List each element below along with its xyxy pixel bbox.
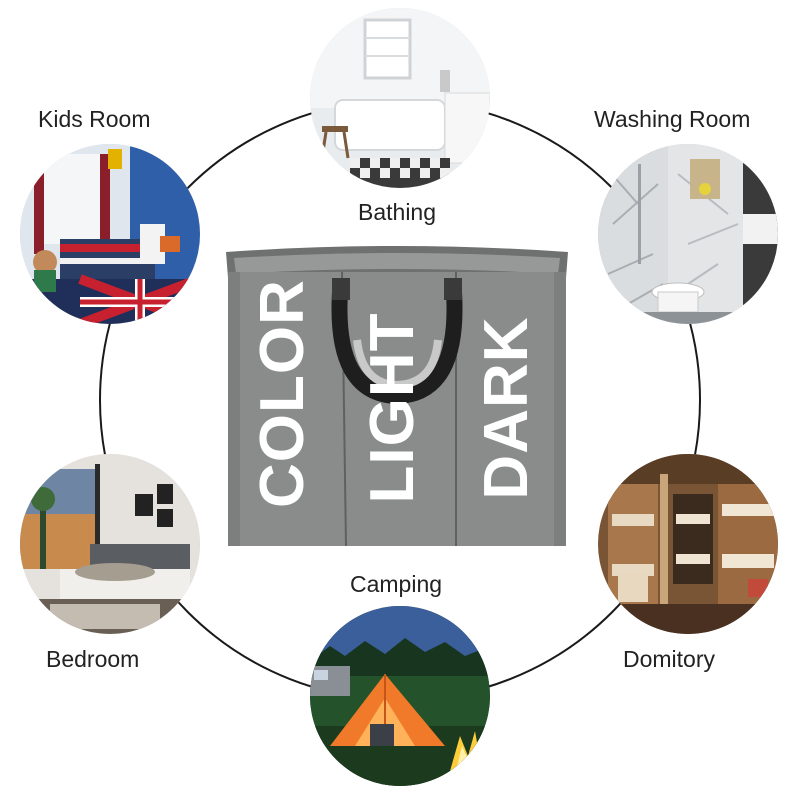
bathing-label: Bathing [358,199,437,225]
compartment-label-dark: DARK [472,316,541,500]
domitory-label: Domitory [623,646,716,672]
washing-room-label: Washing Room [594,106,751,132]
bathing-photo [310,8,490,188]
camping-label: Camping [350,571,443,597]
bedroom-label: Bedroom [46,646,140,672]
camping-photo [310,606,490,786]
washing-room-photo [598,144,778,324]
domitory-photo [598,454,778,634]
laundry-hamper: COLOR LIGHT DARK [222,244,572,549]
hamper-body [226,246,568,547]
kids-room-label: Kids Room [38,106,151,132]
compartment-label-light: LIGHT [358,312,427,504]
bedroom-photo [20,454,200,634]
compartment-label-color: COLOR [248,279,317,508]
kids-room-photo [20,144,200,324]
